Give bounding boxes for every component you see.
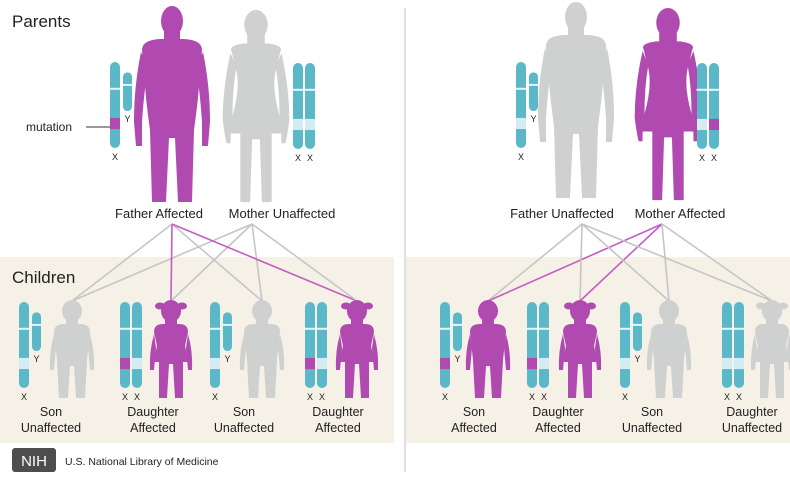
left-father-figure (134, 6, 210, 202)
right-child-2-chromosomes-x2-letter: X (541, 392, 547, 402)
right-child-1-chromosomes-x-letter: X (442, 392, 448, 402)
left-child-2-chromosomes-x1-letter: X (122, 392, 128, 402)
left-child-3-chromosomes-x-chromosome (210, 302, 221, 388)
left-child-2-chromosomes-x1-chromosome (120, 302, 131, 388)
left-mother-figure (223, 10, 290, 202)
right-child-3-label-1: Son (641, 405, 663, 419)
left-child-4-label-1: Daughter (312, 405, 363, 419)
left-child-4-label-2: Affected (315, 421, 361, 435)
left-child-1-label-1: Son (40, 405, 62, 419)
right-child-3-chromosomes-x-chromosome (620, 302, 631, 388)
left-father-line-2 (171, 224, 172, 301)
right-child-3-label-2: Unaffected (622, 421, 682, 435)
left-child-2-label-1: Daughter (127, 405, 178, 419)
left-child-2-chromosomes-x2-chromosome (132, 302, 143, 388)
right-father-chromosomes-x-chromosome (516, 62, 527, 148)
left-mother-chromosomes-x2-letter: X (307, 153, 313, 163)
right-child-1-chromosomes-y-letter: Y (454, 354, 460, 364)
mutation-label: mutation (26, 120, 72, 134)
left-child-4-chromosomes-x1-letter: X (307, 392, 313, 402)
left-child-3-label-1: Son (233, 405, 255, 419)
left-father-chromosomes-x-chromosome (110, 62, 121, 148)
left-father-chromosomes-x-letter: X (112, 152, 118, 162)
left-child-3-chromosomes-y-letter: Y (224, 354, 230, 364)
right-mother-label: Mother Affected (635, 206, 726, 221)
parents-heading: Parents (12, 12, 71, 31)
right-mother-chromosomes-x1-letter: X (699, 153, 705, 163)
left-child-3-chromosomes-y-chromosome (223, 312, 233, 351)
right-child-4-chromosomes-x1-chromosome (722, 302, 733, 388)
left-mother-label: Mother Unaffected (229, 206, 336, 221)
right-father-chromosomes-y-letter: Y (530, 114, 536, 124)
right-child-4-chromosomes-x2-letter: X (736, 392, 742, 402)
left-father-chromosomes-y-letter: Y (124, 114, 130, 124)
left-child-4-chromosomes-x1-chromosome (305, 302, 316, 388)
right-child-1-chromosomes-x-chromosome (440, 302, 451, 388)
left-child-2-label-2: Affected (130, 421, 176, 435)
right-child-2-chromosomes-x1-letter: X (529, 392, 535, 402)
right-child-1-chromosomes-y-chromosome (453, 312, 463, 351)
right-child-3-chromosomes-y-chromosome (633, 312, 643, 351)
left-child-1-chromosomes-y-chromosome (32, 312, 42, 351)
right-child-2-label-2: Affected (535, 421, 581, 435)
left-child-1-label-2: Unaffected (21, 421, 81, 435)
right-child-1-label-2: Affected (451, 421, 497, 435)
left-father-label: Father Affected (115, 206, 203, 221)
left-child-2-chromosomes-x2-letter: X (134, 392, 140, 402)
left-child-4-chromosomes-x2-chromosome (317, 302, 328, 388)
right-child-3-chromosomes-x-letter: X (622, 392, 628, 402)
right-father-chromosomes-y-chromosome (529, 72, 539, 111)
right-child-1-label-1: Son (463, 405, 485, 419)
right-father-figure (538, 2, 614, 198)
right-child-4-label-1: Daughter (726, 405, 777, 419)
left-mother-chromosomes-x2-chromosome (305, 63, 316, 149)
children-heading: Children (12, 268, 75, 287)
left-father-chromosomes-y-chromosome (123, 72, 133, 111)
right-child-3-chromosomes-y-letter: Y (634, 354, 640, 364)
right-mother-chromosomes-x1-chromosome (697, 63, 708, 149)
nlm-footer-text: U.S. National Library of Medicine (65, 456, 219, 468)
right-child-4-chromosomes-x1-letter: X (724, 392, 730, 402)
right-mother-chromosomes-x2-chromosome (709, 63, 720, 149)
right-father-label: Father Unaffected (510, 206, 614, 221)
nih-logo-text: NIH (21, 453, 47, 470)
right-child-4-chromosomes-x2-chromosome (734, 302, 745, 388)
left-child-3-label-2: Unaffected (214, 421, 274, 435)
left-child-1-chromosomes-y-letter: Y (33, 354, 39, 364)
left-child-1-chromosomes-x-chromosome (19, 302, 30, 388)
left-mother-chromosomes-x1-letter: X (295, 153, 301, 163)
right-child-2-label-1: Daughter (532, 405, 583, 419)
right-mother-figure (635, 8, 702, 200)
right-father-chromosomes-x-letter: X (518, 152, 524, 162)
left-child-3-chromosomes-x-letter: X (212, 392, 218, 402)
right-child-2-chromosomes-x1-chromosome (527, 302, 538, 388)
right-mother-chromosomes-x2-letter: X (711, 153, 717, 163)
left-child-4-chromosomes-x2-letter: X (319, 392, 325, 402)
left-child-1-chromosomes-x-letter: X (21, 392, 27, 402)
left-mother-chromosomes-x1-chromosome (293, 63, 304, 149)
right-child-2-chromosomes-x2-chromosome (539, 302, 550, 388)
right-child-4-label-2: Unaffected (722, 421, 782, 435)
